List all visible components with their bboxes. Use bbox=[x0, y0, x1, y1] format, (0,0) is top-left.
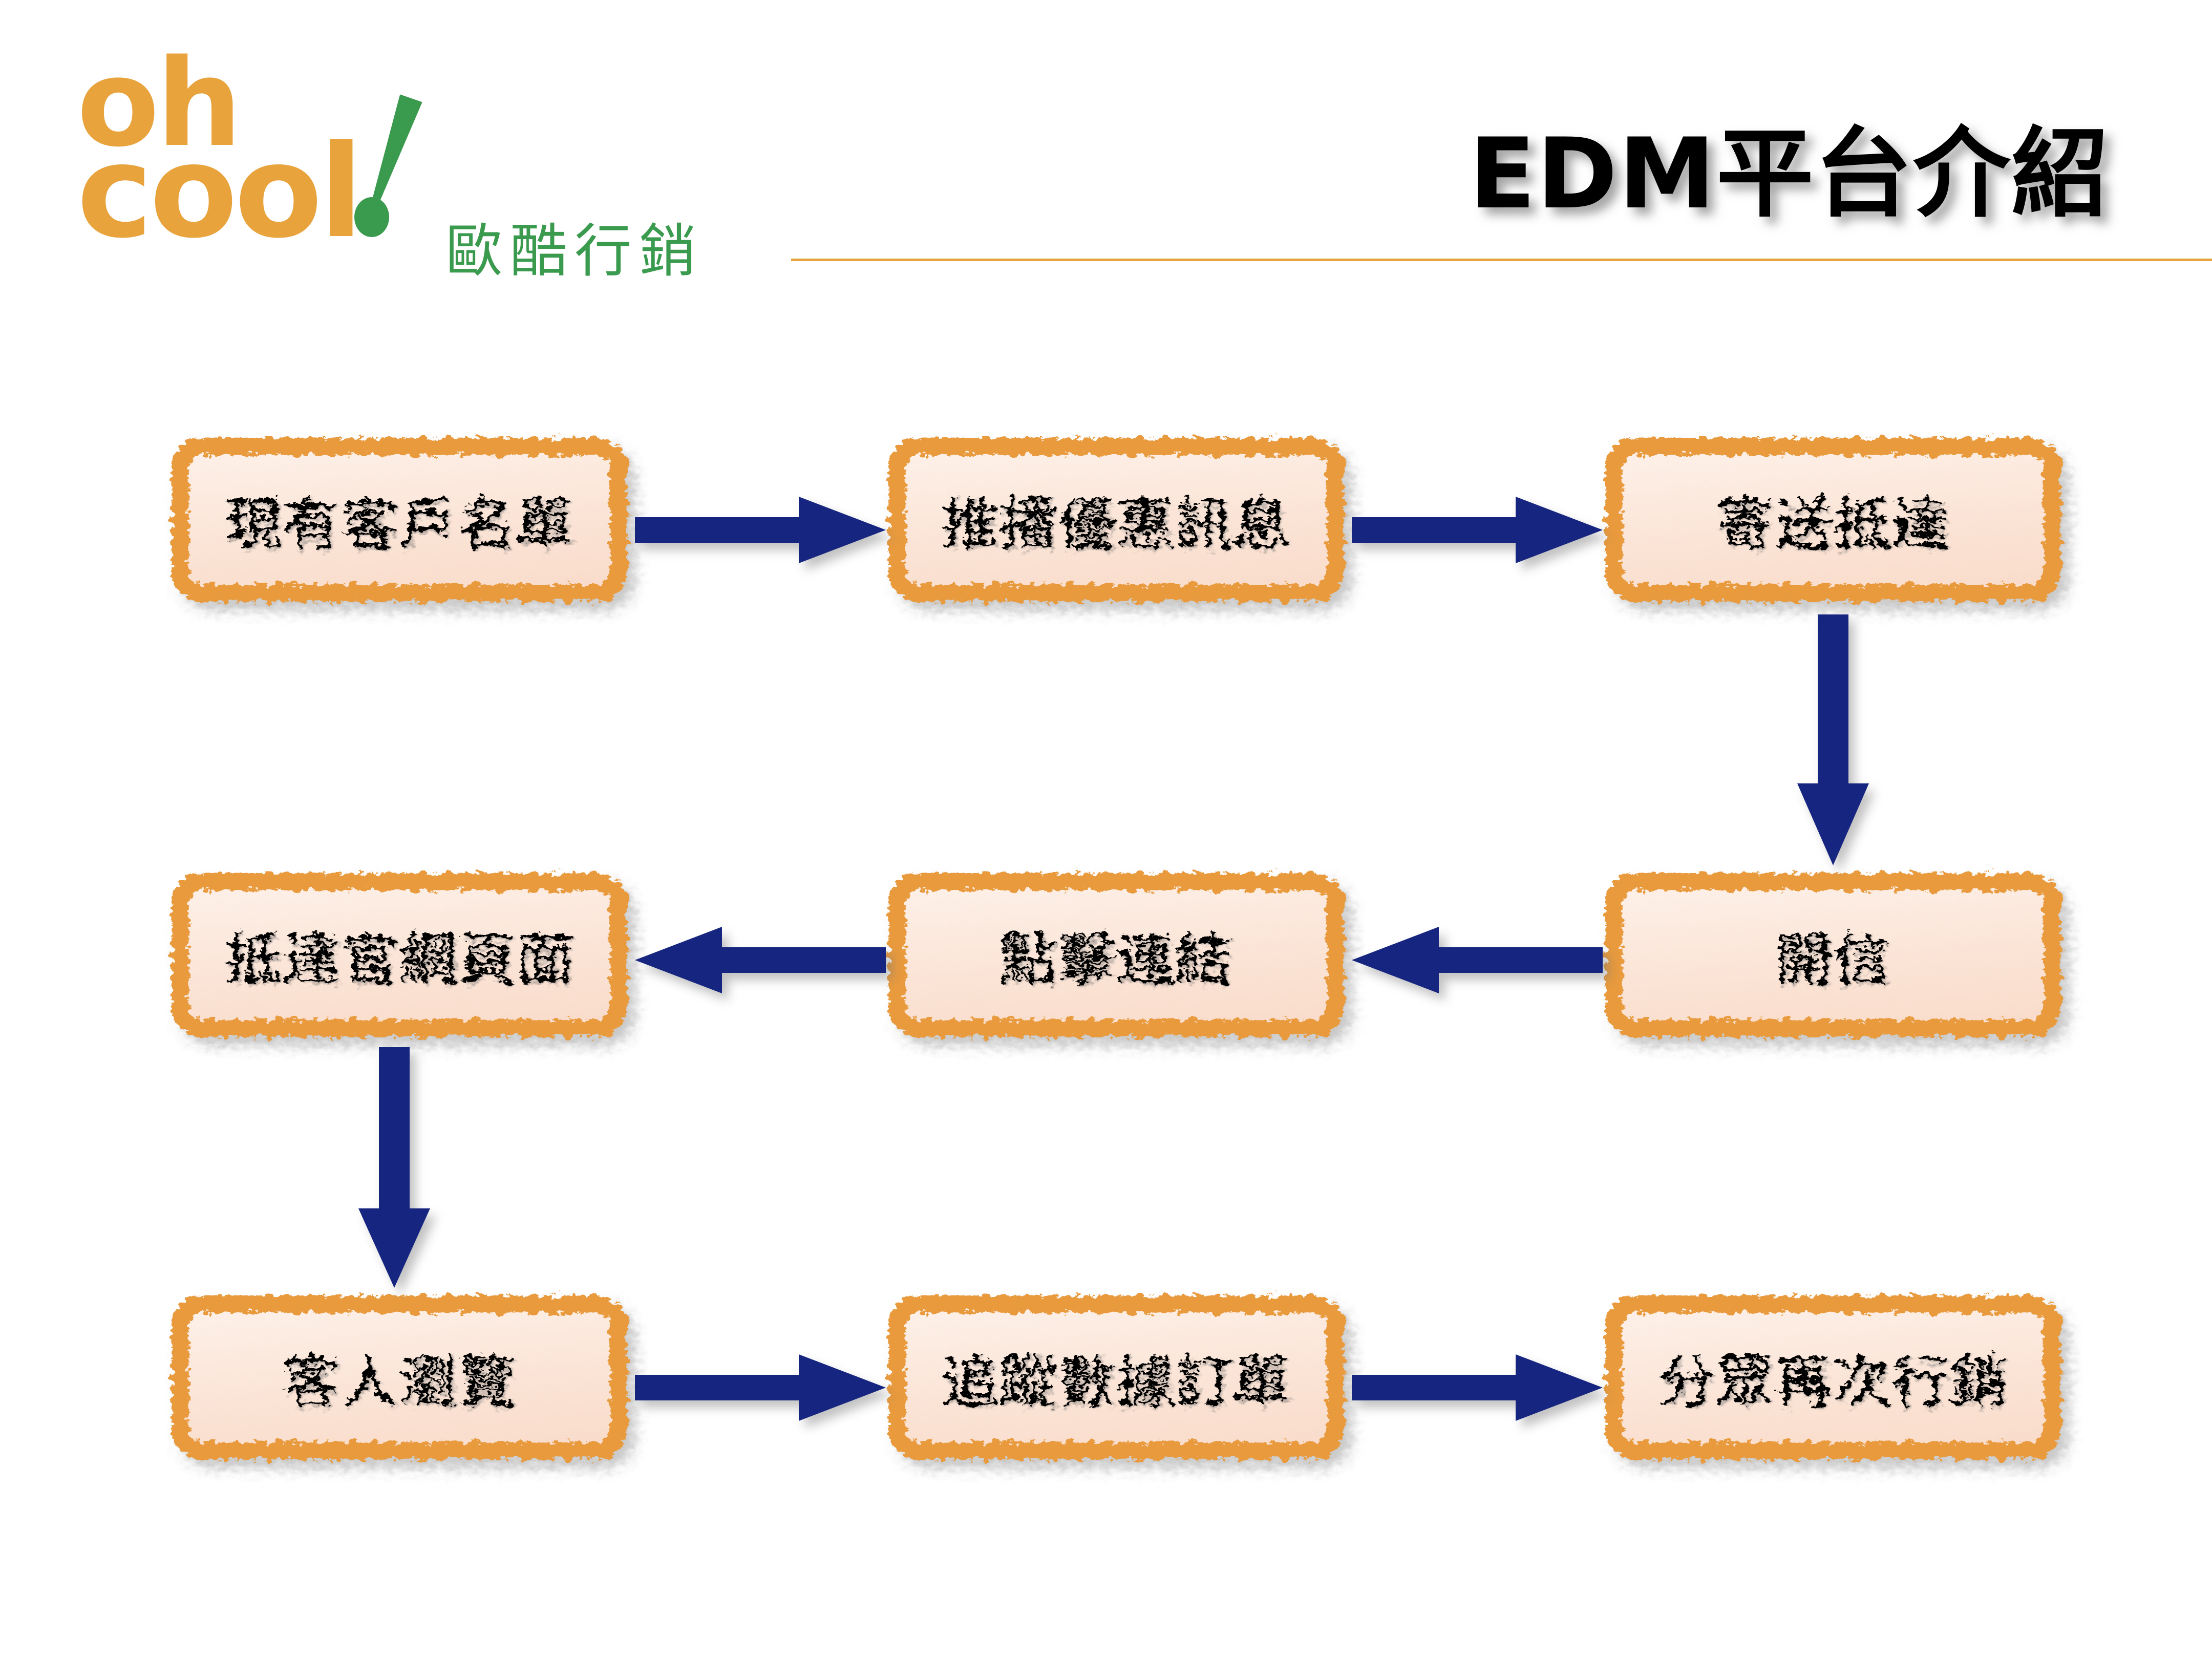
logo-chinese-name: 歐酷行銷 bbox=[445, 218, 704, 285]
flow-node-label: 現有客戶名單 bbox=[224, 492, 575, 558]
exclamation-mark-icon bbox=[364, 94, 422, 206]
flow-node-push-promo-message[interactable]: 推播優惠訊息 bbox=[888, 438, 1344, 602]
flow-node-label: 推播優惠訊息 bbox=[941, 492, 1291, 558]
arrow-left-openmail-to-clicklink bbox=[1352, 927, 1603, 993]
arrow-right-push-to-delivery bbox=[1352, 497, 1603, 563]
arrow-down-delivery-to-openmail bbox=[1797, 614, 1869, 865]
flow-node-existing-customer-list[interactable]: 現有客戶名單 bbox=[172, 438, 627, 602]
arrow-right-existing-to-push bbox=[635, 497, 886, 563]
flow-node-label: 寄送抵達 bbox=[1716, 492, 1950, 558]
flow-node-click-link[interactable]: 點擊連結 bbox=[888, 873, 1344, 1037]
exclamation-dot-icon bbox=[354, 197, 389, 237]
arrow-down-reachsite-to-guestbrowse bbox=[358, 1047, 430, 1288]
flow-node-track-data-order[interactable]: 追蹤數據訂單 bbox=[888, 1295, 1344, 1459]
flow-node-label: 分眾再次行銷 bbox=[1658, 1349, 2008, 1416]
header-divider-rule bbox=[791, 259, 2212, 261]
flow-node-label: 抵達官網頁面 bbox=[224, 927, 575, 993]
flow-node-open-mail[interactable]: 開信 bbox=[1605, 873, 2061, 1037]
ohcool-logo: oh cool bbox=[77, 44, 466, 259]
flow-node-delivery-arrival[interactable]: 寄送抵達 bbox=[1605, 438, 2061, 602]
flow-node-guest-browse[interactable]: 客人瀏覽 bbox=[172, 1295, 627, 1459]
flow-node-label: 追蹤數據訂單 bbox=[941, 1349, 1291, 1416]
arrow-right-trackorder-to-remarketing bbox=[1352, 1354, 1603, 1421]
flow-node-label: 開信 bbox=[1775, 927, 1891, 993]
logo-word-cool: cool bbox=[77, 117, 363, 266]
logo-word-oh: oh bbox=[77, 34, 242, 174]
flow-node-label: 點擊連結 bbox=[999, 927, 1233, 993]
page-title: EDM平台介紹 bbox=[1469, 117, 2110, 230]
flow-node-segmented-remarketing[interactable]: 分眾再次行銷 bbox=[1605, 1295, 2061, 1459]
flow-node-reach-official-site[interactable]: 抵達官網頁面 bbox=[172, 873, 627, 1037]
arrow-left-clicklink-to-reachsite bbox=[635, 927, 886, 993]
arrow-right-guestbrowse-to-trackorder bbox=[635, 1354, 886, 1421]
slide-header: oh cool 歐酷行銷 EDM平台介紹 bbox=[0, 0, 2212, 287]
flow-node-label: 客人瀏覽 bbox=[283, 1349, 516, 1416]
